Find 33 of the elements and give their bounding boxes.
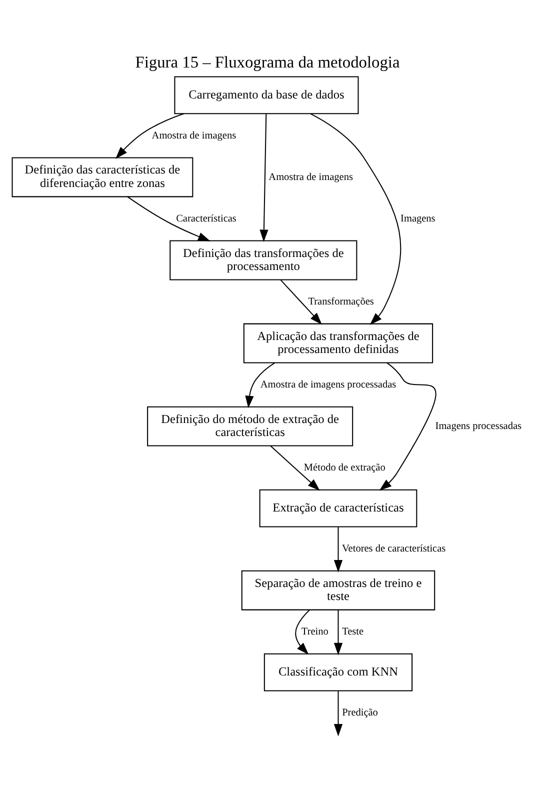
edge-label: Amostra de imagens — [268, 171, 353, 182]
diagram-title: Figura 15 – Fluxograma da metodologia — [135, 52, 400, 71]
edge-label: Predição — [342, 706, 378, 718]
edge-label: Características — [176, 212, 236, 224]
node-box: Definição das transformações de processamento — [170, 240, 358, 280]
node-box: Definição das características de diferenciação entre zonas — [12, 156, 194, 197]
edge-label: Amostra de imagens processadas — [260, 378, 396, 390]
arrow — [280, 279, 322, 324]
arrow — [379, 362, 436, 490]
edge-label: Treino — [301, 626, 328, 637]
arrow — [310, 112, 402, 324]
edge-label: Teste — [342, 626, 364, 637]
edge-label: Transformações — [308, 296, 374, 307]
arrow — [127, 196, 210, 241]
edge-label: Imagens — [400, 212, 436, 224]
arrow — [260, 113, 268, 242]
arrow — [295, 609, 310, 654]
arrow — [270, 445, 320, 490]
edge-label: Vetores de características — [342, 542, 446, 554]
arrow — [245, 362, 275, 408]
edge-label: Amostra de imagens — [152, 130, 236, 141]
node-box: Definição do método de extração de características — [147, 406, 354, 446]
node-box: Classificação com KNN — [264, 652, 413, 691]
node-box: Separação de amostras de treino e teste — [241, 570, 436, 610]
arrow — [334, 609, 343, 655]
node-box: Aplicação das transformações de processamento definidas — [243, 322, 434, 363]
arrow — [116, 112, 184, 158]
arrow — [334, 690, 343, 736]
arrow — [334, 526, 343, 572]
edge-label: Método de extração — [304, 462, 386, 473]
edge-label: Imagens processadas — [435, 420, 522, 432]
node-box: Carregamento da base de dados — [174, 76, 359, 114]
node-box: Extração de características — [259, 488, 418, 527]
